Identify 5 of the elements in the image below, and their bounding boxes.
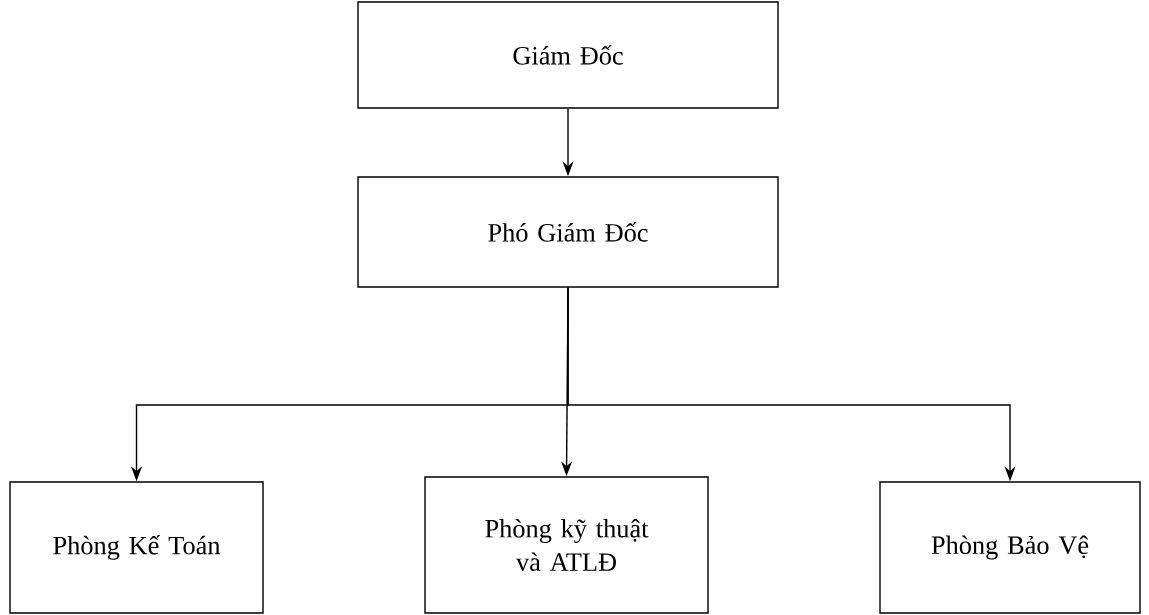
org-box: Giám Đốc bbox=[357, 1, 779, 109]
org-box: Phòng Kế Toán bbox=[9, 481, 264, 614]
org-box: Phó Giám Đốc bbox=[357, 176, 779, 288]
org-box: Phòng kỹ thuật và ATLĐ bbox=[424, 476, 709, 614]
org-box: Phòng Bảo Vệ bbox=[879, 481, 1141, 614]
